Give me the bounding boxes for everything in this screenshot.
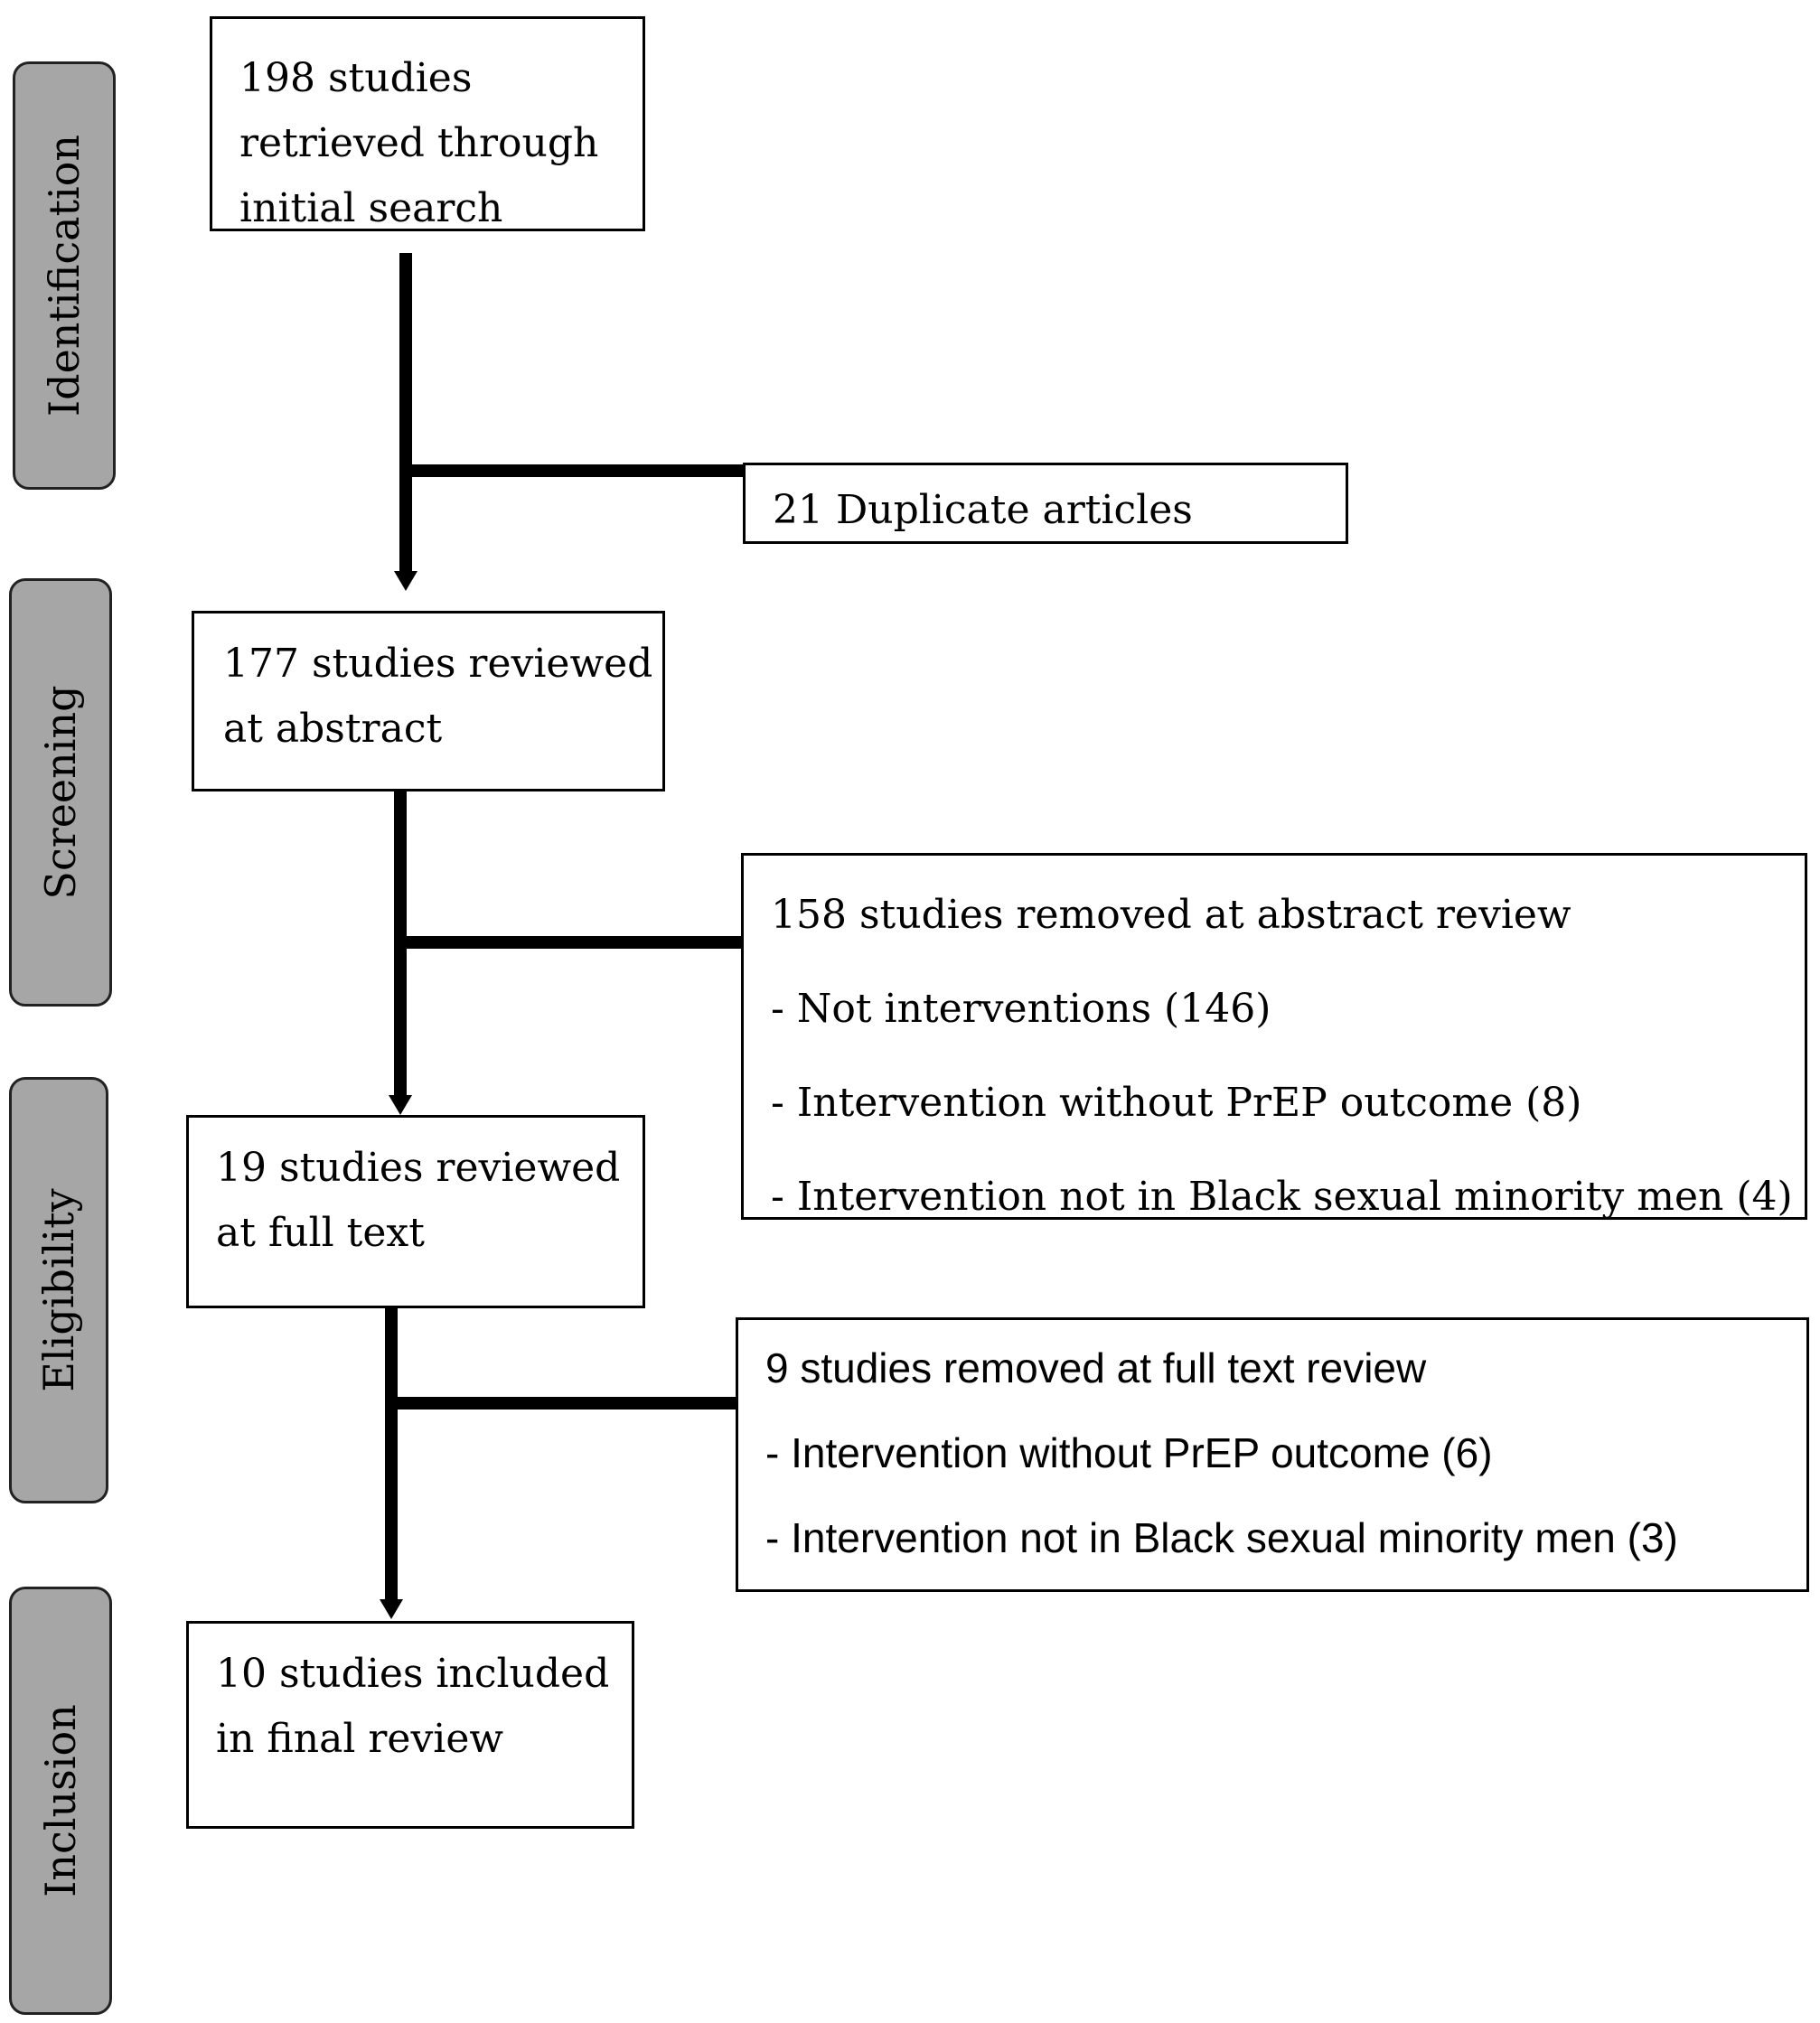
box-fulltext-removed: 9 studies removed at full text review - … <box>736 1317 1809 1592</box>
connector-to-abstract-removed <box>394 936 741 949</box>
phase-screening-label: Screening <box>36 685 85 900</box>
connector-to-duplicates <box>399 464 743 477</box>
box-duplicates: 21 Duplicate articles <box>743 463 1348 544</box>
connector-to-fulltext-removed <box>385 1397 737 1410</box>
box-abstract-review-line-1: 177 studies reviewed <box>223 641 653 687</box>
box-fulltext-review: 19 studies reviewed at full text <box>186 1115 645 1308</box>
arrowhead-to-included <box>380 1599 403 1619</box>
box-records-identified-line-1: 198 studies <box>239 55 473 101</box>
phase-inclusion: Inclusion <box>9 1587 112 2015</box>
arrowhead-to-abstract <box>394 571 417 591</box>
box-included: 10 studies included in final review <box>186 1621 634 1829</box>
box-fulltext-removed-line-3: - Intervention not in Black sexual minor… <box>765 1514 1678 1561</box>
box-records-identified-line-2: retrieved through <box>239 120 599 166</box>
phase-inclusion-label: Inclusion <box>36 1704 85 1897</box>
phase-screening: Screening <box>9 578 112 1007</box>
box-abstract-removed-line-2: - Not interventions (146) <box>771 986 1271 1032</box>
box-included-line-2: in final review <box>216 1716 504 1762</box>
box-abstract-removed: 158 studies removed at abstract review -… <box>741 853 1807 1220</box>
box-duplicates-line-1: 21 Duplicate articles <box>773 487 1193 533</box>
phase-eligibility-label: Eligibility <box>34 1188 83 1392</box>
box-abstract-removed-line-1: 158 studies removed at abstract review <box>771 892 1571 938</box>
phase-eligibility: Eligibility <box>9 1077 108 1503</box>
box-records-identified: 198 studies retrieved through initial se… <box>210 16 645 231</box>
arrowhead-to-fulltext <box>389 1095 412 1115</box>
phase-identification-label: Identification <box>40 134 89 417</box>
box-included-line-1: 10 studies included <box>216 1651 610 1697</box>
box-abstract-removed-line-3: - Intervention without PrEP outcome (8) <box>771 1080 1582 1126</box>
connector-identified-to-abstract <box>399 253 412 580</box>
box-fulltext-review-line-1: 19 studies reviewed <box>216 1145 621 1191</box>
box-fulltext-review-line-2: at full text <box>216 1210 425 1256</box>
phase-identification: Identification <box>13 61 116 490</box>
box-abstract-review: 177 studies reviewed at abstract <box>192 611 665 791</box>
box-fulltext-removed-line-1: 9 studies removed at full text review <box>765 1344 1427 1391</box>
box-records-identified-line-3: initial search <box>239 185 503 231</box>
box-abstract-review-line-2: at abstract <box>223 706 443 752</box>
box-abstract-removed-line-4: - Intervention not in Black sexual minor… <box>771 1174 1793 1220</box>
box-fulltext-removed-line-2: - Intervention without PrEP outcome (6) <box>765 1429 1493 1476</box>
connector-fulltext-to-included <box>385 1305 398 1606</box>
